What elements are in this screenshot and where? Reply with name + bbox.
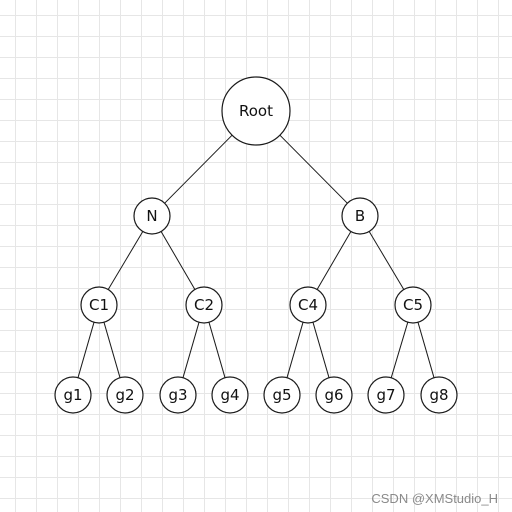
node-circle-n: [133, 197, 171, 235]
node-label-c5: C5: [403, 296, 423, 314]
node-g8: g8: [420, 376, 458, 414]
watermark-text: CSDN @XMStudio_H: [371, 491, 498, 506]
node-circle-root: [221, 76, 291, 146]
node-g4: g4: [211, 376, 249, 414]
edges-layer: [77, 134, 435, 378]
node-label-g8: g8: [429, 386, 448, 404]
node-c4: C4: [289, 286, 327, 324]
node-label-c4: C4: [298, 296, 318, 314]
node-label-g5: g5: [272, 386, 291, 404]
node-n: N: [133, 197, 171, 235]
edge-c2-g4: [208, 322, 226, 378]
node-circle-g5: [263, 376, 301, 414]
edge-c5-g8: [417, 322, 435, 378]
edge-c5-g7: [390, 322, 409, 378]
node-circle-c2: [185, 286, 223, 324]
edge-root-n: [164, 134, 233, 204]
node-c2: C2: [185, 286, 223, 324]
node-circle-c1: [80, 286, 118, 324]
node-circle-c5: [394, 286, 432, 324]
node-root: Root: [221, 76, 291, 146]
node-circle-g1: [54, 376, 92, 414]
node-g3: g3: [159, 376, 197, 414]
node-circle-c4: [289, 286, 327, 324]
node-circle-g3: [159, 376, 197, 414]
edge-c4-g6: [312, 322, 330, 378]
node-label-b: B: [355, 207, 365, 225]
edge-b-c4: [316, 231, 352, 290]
edge-c2-g3: [182, 322, 200, 378]
node-circle-g7: [367, 376, 405, 414]
edge-b-c5: [368, 231, 405, 290]
node-label-g2: g2: [115, 386, 134, 404]
node-circle-g4: [211, 376, 249, 414]
node-c5: C5: [394, 286, 432, 324]
edge-c1-g1: [77, 322, 95, 378]
node-b: B: [341, 197, 379, 235]
node-label-g1: g1: [63, 386, 82, 404]
node-label-c2: C2: [194, 296, 214, 314]
edge-n-c2: [160, 231, 196, 290]
node-g2: g2: [106, 376, 144, 414]
edge-c1-g2: [103, 322, 121, 378]
edge-c4-g5: [286, 322, 304, 378]
edge-root-b: [279, 134, 348, 204]
node-label-g3: g3: [168, 386, 187, 404]
edge-n-c1: [107, 231, 144, 290]
node-label-g7: g7: [376, 386, 395, 404]
node-circle-g8: [420, 376, 458, 414]
node-label-c1: C1: [89, 296, 109, 314]
node-g1: g1: [54, 376, 92, 414]
node-label-root: Root: [239, 102, 273, 120]
node-circle-g6: [315, 376, 353, 414]
node-c1: C1: [80, 286, 118, 324]
node-label-g6: g6: [324, 386, 343, 404]
node-g5: g5: [263, 376, 301, 414]
node-circle-g2: [106, 376, 144, 414]
node-circle-b: [341, 197, 379, 235]
node-g7: g7: [367, 376, 405, 414]
node-label-n: N: [146, 207, 157, 225]
node-g6: g6: [315, 376, 353, 414]
node-label-g4: g4: [220, 386, 239, 404]
